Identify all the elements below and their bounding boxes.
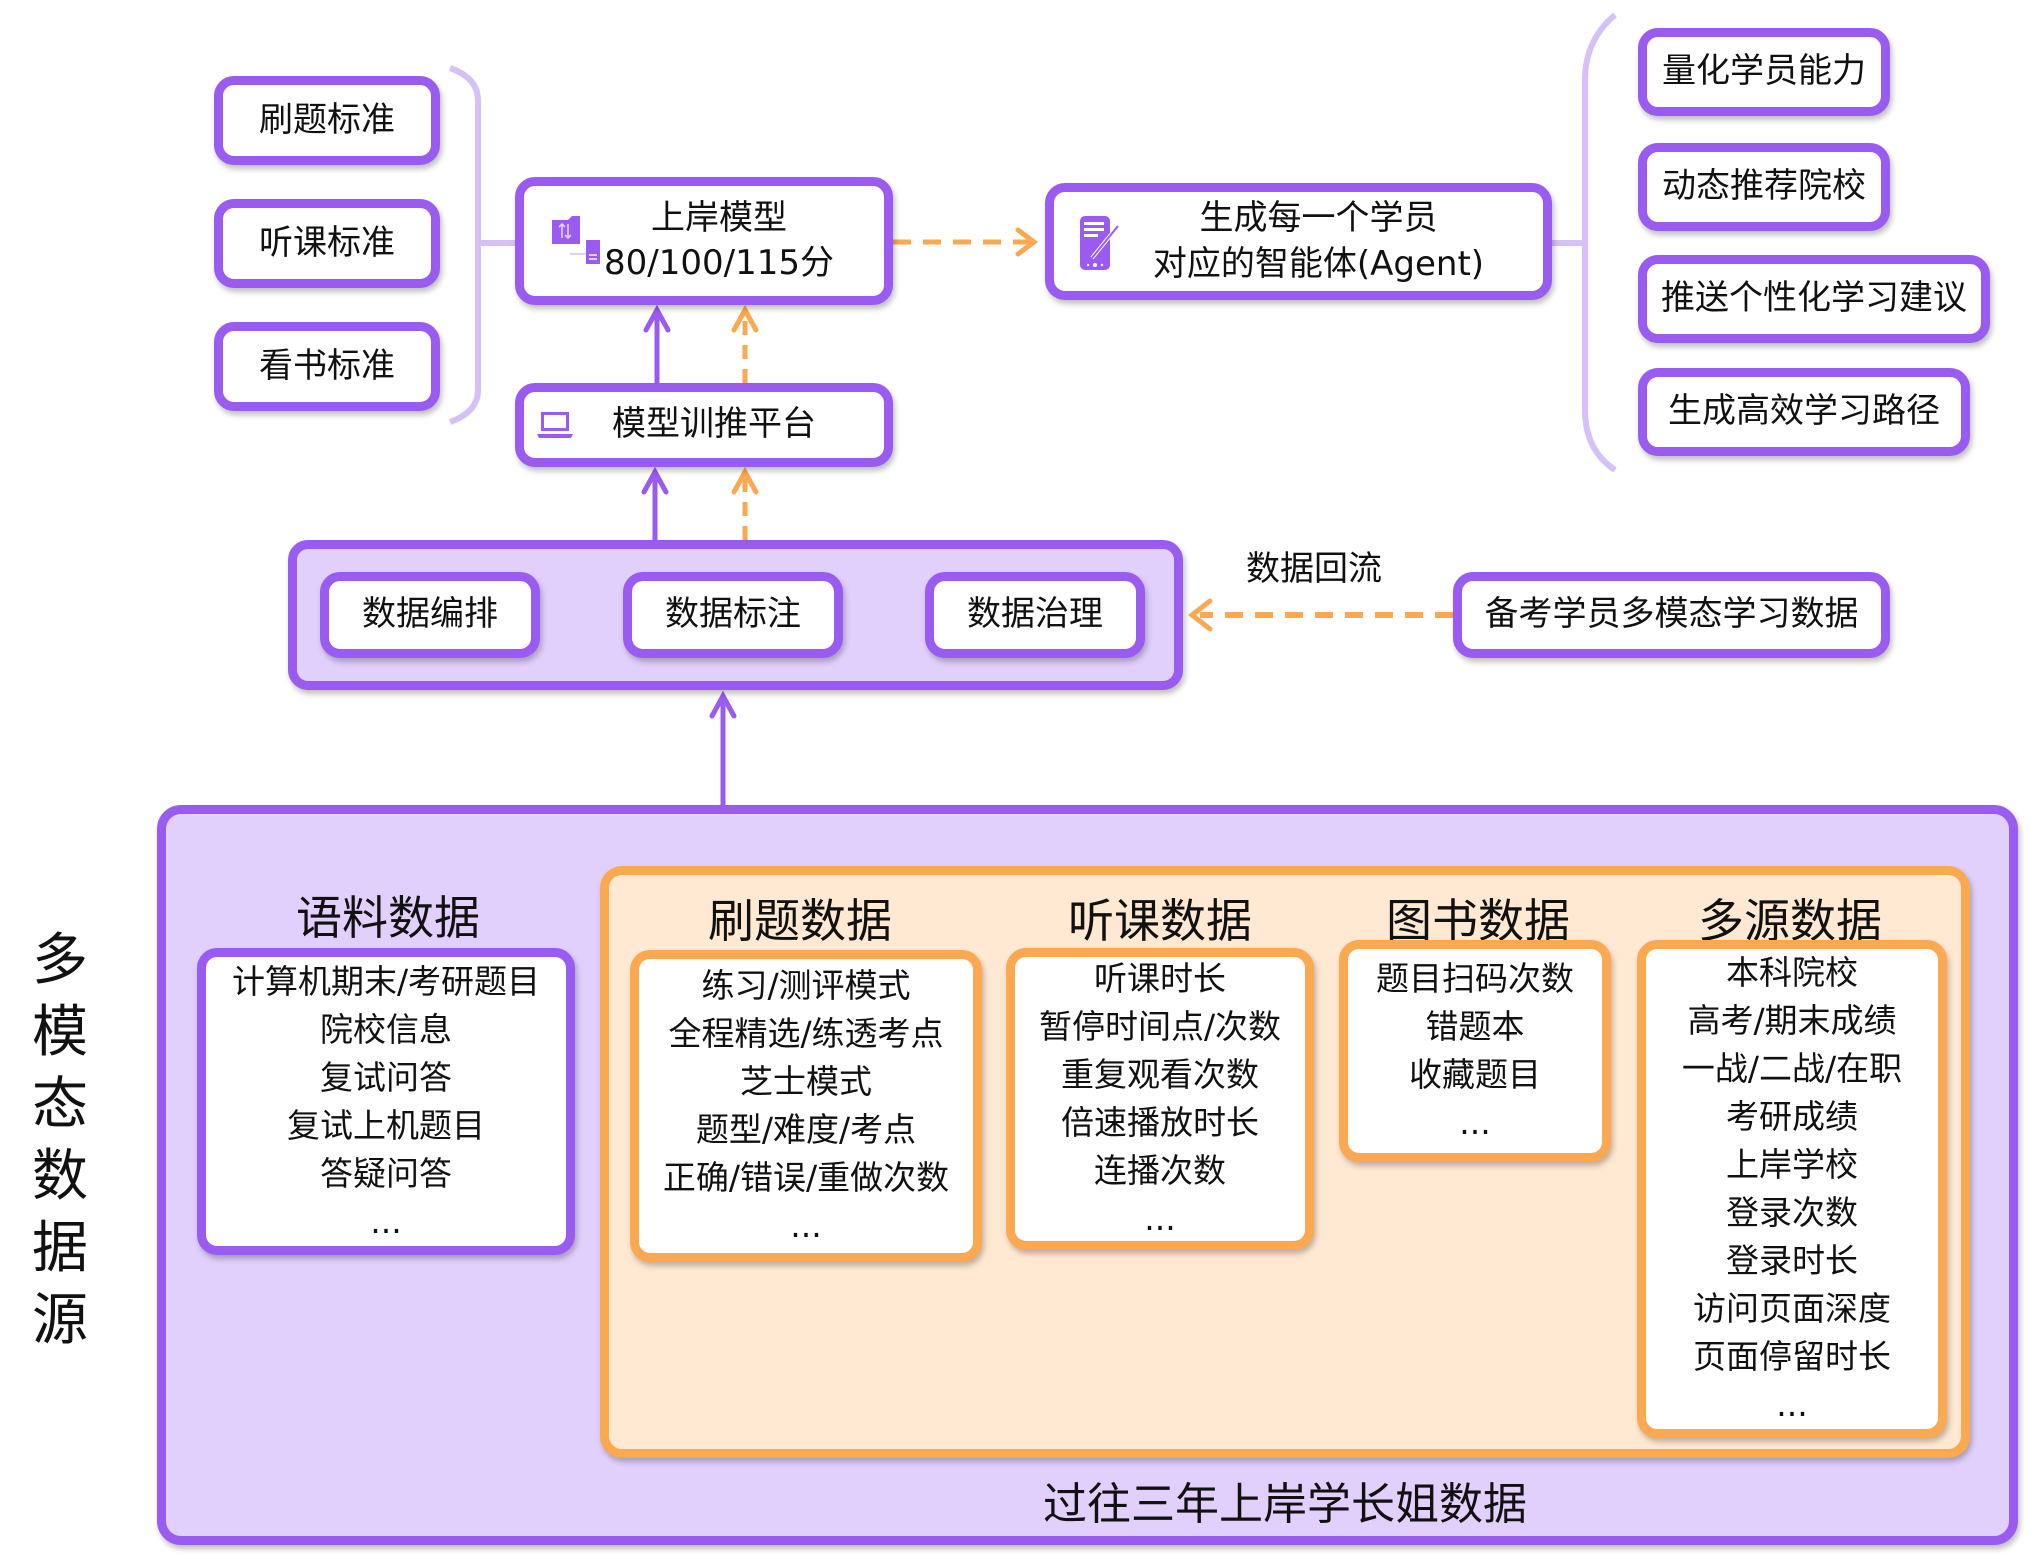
platform-box[interactable]: 模型训推平台: [515, 383, 893, 467]
proc-to-platform-feedback-arrowhead: [731, 466, 759, 495]
list-item: 登录次数: [1726, 1193, 1858, 1232]
list-item: 访问页面深度: [1693, 1289, 1891, 1328]
data-transfer-icon: [550, 214, 610, 274]
list-item: 错题本: [1425, 1007, 1525, 1046]
list-item: 答疑问答: [320, 1153, 452, 1193]
side-char: 模: [32, 1000, 88, 1065]
output-box-path[interactable]: 生成高效学习路径: [1638, 368, 1970, 456]
standard-label: 听课标准: [259, 222, 395, 263]
output-box-ability[interactable]: 量化学员能力: [1638, 28, 1890, 116]
tablet-pen-icon: [1078, 214, 1122, 276]
model-scores: 80/100/115分: [604, 243, 834, 283]
list-item: 暂停时间点/次数: [1038, 1007, 1282, 1046]
list-item: 院校信息: [320, 1009, 452, 1049]
process-label: 数据治理: [967, 594, 1103, 635]
list-item: 正确/错误/重做次数: [662, 1158, 950, 1197]
feedback-arrowhead: [1187, 598, 1213, 632]
list-item: 重复观看次数: [1061, 1055, 1259, 1094]
list-item: 登录时长: [1726, 1241, 1858, 1280]
feedback-label: 数据回流: [1246, 549, 1382, 589]
side-char: 态: [32, 1072, 88, 1137]
laptop-icon: [536, 410, 574, 440]
side-char: 源: [32, 1288, 88, 1353]
list-item: ...: [1459, 1103, 1491, 1142]
side-char: 多: [32, 928, 88, 993]
list-item: 收藏题目: [1409, 1055, 1541, 1094]
list-item: 计算机期末/考研题目: [231, 961, 541, 1001]
list-item: 芝士模式: [740, 1062, 872, 1101]
book-title: 图书数据: [1386, 894, 1570, 948]
list-item: 页面停留时长: [1693, 1337, 1891, 1376]
list-item: 全程精选/练透考点: [668, 1014, 944, 1053]
book-box[interactable]: 题目扫码次数 错题本 收藏题目 ...: [1339, 940, 1611, 1162]
output-label: 动态推荐院校: [1662, 166, 1866, 207]
output-box-recommend[interactable]: 动态推荐院校: [1638, 143, 1890, 231]
side-char: 据: [32, 1216, 88, 1281]
practice-list: 练习/测评模式 全程精选/练透考点 芝士模式 题型/难度/考点 正确/错误/重做…: [663, 962, 949, 1250]
list-item: ...: [1776, 1385, 1808, 1424]
output-label: 生成高效学习路径: [1668, 391, 1940, 432]
corpus-list: 计算机期末/考研题目 院校信息 复试问答 复试上机题目 答疑问答 ...: [232, 958, 540, 1246]
multi-source-title: 多源数据: [1698, 894, 1882, 948]
standard-box-book[interactable]: 看书标准: [214, 322, 440, 411]
proc-to-platform-arrowhead: [641, 466, 669, 495]
list-item: 题目扫码次数: [1376, 959, 1574, 998]
output-box-advice[interactable]: 推送个性化学习建议: [1638, 255, 1990, 343]
list-item: 连播次数: [1094, 1151, 1226, 1190]
book-list: 题目扫码次数 错题本 收藏题目 ...: [1376, 955, 1574, 1147]
list-item: 本科院校: [1726, 953, 1858, 992]
feedback-source-box[interactable]: 备考学员多模态学习数据: [1453, 572, 1890, 658]
list-item: 考研成绩: [1726, 1097, 1858, 1136]
list-item: 听课时长: [1094, 959, 1226, 998]
corpus-box[interactable]: 计算机期末/考研题目 院校信息 复试问答 复试上机题目 答疑问答 ...: [197, 948, 575, 1255]
list-item: ...: [790, 1206, 822, 1245]
list-item: 题型/难度/考点: [695, 1110, 917, 1149]
process-label: 数据标注: [665, 594, 801, 635]
lecture-title: 听课数据: [1068, 894, 1252, 948]
lecture-list: 听课时长 暂停时间点/次数 重复观看次数 倍速播放时长 连播次数 ...: [1039, 955, 1281, 1243]
multimodal-sources-label: 多 模 态 数 据 源: [30, 925, 90, 1357]
lecture-box[interactable]: 听课时长 暂停时间点/次数 重复观看次数 倍速播放时长 连播次数 ...: [1006, 948, 1314, 1250]
list-item: ...: [370, 1201, 402, 1241]
standard-label: 看书标准: [259, 345, 395, 386]
corpus-title: 语料数据: [296, 891, 480, 945]
list-item: 一战/二战/在职: [1681, 1049, 1903, 1088]
agent-box[interactable]: 生成每一个学员 对应的智能体(Agent): [1045, 183, 1552, 300]
practice-title: 刷题数据: [708, 894, 892, 948]
process-box-orchestration[interactable]: 数据编排: [320, 572, 540, 658]
sources-to-proc-arrowhead: [709, 690, 737, 719]
list-item: 上岸学校: [1726, 1145, 1858, 1184]
standard-box-practice[interactable]: 刷题标准: [214, 76, 440, 165]
standard-box-lecture[interactable]: 听课标准: [214, 199, 440, 288]
platform-to-model-arrowhead: [643, 304, 671, 333]
agent-line2: 对应的智能体(Agent): [1152, 243, 1485, 284]
model-to-agent-arrowhead: [1015, 227, 1039, 257]
list-item: 复试问答: [320, 1057, 452, 1097]
feedback-source-label: 备考学员多模态学习数据: [1484, 594, 1859, 635]
agent-line1: 生成每一个学员: [1199, 198, 1438, 239]
model-box[interactable]: 上岸模型 80/100/115分: [515, 177, 893, 305]
alumni-caption: 过往三年上岸学长姐数据: [1043, 1479, 1527, 1530]
multi-source-box[interactable]: 本科院校 高考/期末成绩 一战/二战/在职 考研成绩 上岸学校 登录次数 登录时…: [1637, 940, 1947, 1438]
list-item: ...: [1144, 1199, 1176, 1238]
left-brace: [448, 65, 481, 425]
process-box-governance[interactable]: 数据治理: [925, 572, 1145, 658]
practice-box[interactable]: 练习/测评模式 全程精选/练透考点 芝士模式 题型/难度/考点 正确/错误/重做…: [630, 950, 982, 1262]
list-item: 倍速播放时长: [1061, 1103, 1259, 1142]
side-char: 数: [32, 1144, 88, 1209]
standard-label: 刷题标准: [259, 99, 395, 140]
platform-to-model-feedback-arrowhead: [731, 304, 759, 333]
multi-source-list: 本科院校 高考/期末成绩 一战/二战/在职 考研成绩 上岸学校 登录次数 登录时…: [1682, 949, 1902, 1429]
list-item: 练习/测评模式: [701, 966, 911, 1005]
model-title: 上岸模型: [651, 197, 787, 238]
list-item: 高考/期末成绩: [1687, 1001, 1897, 1040]
output-label: 量化学员能力: [1662, 51, 1866, 92]
process-label: 数据编排: [362, 594, 498, 635]
output-label: 推送个性化学习建议: [1661, 278, 1967, 319]
right-brace: [1582, 12, 1617, 473]
process-box-annotation[interactable]: 数据标注: [623, 572, 843, 658]
list-item: 复试上机题目: [287, 1105, 485, 1145]
platform-label: 模型训推平台: [612, 404, 816, 445]
